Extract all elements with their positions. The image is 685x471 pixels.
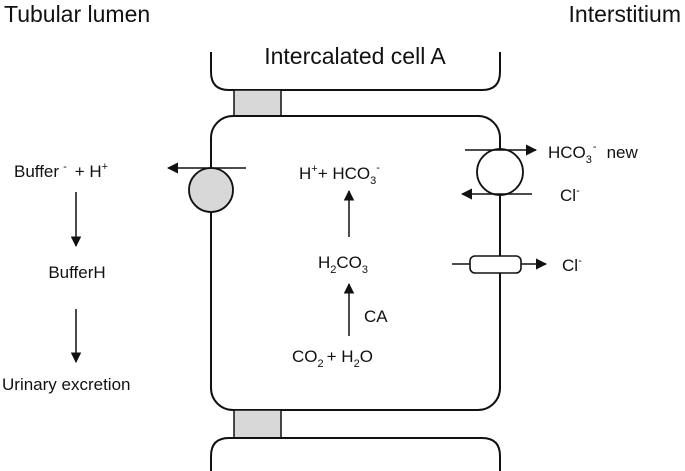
tight-junction-top xyxy=(233,89,282,117)
tight-junction-bottom xyxy=(233,409,282,439)
carbonic-anhydrase-label: CA xyxy=(364,307,388,326)
co2-h2o-label: CO2+ H2O xyxy=(292,347,373,370)
urinary-excretion-label: Urinary excretion xyxy=(2,375,131,394)
proton-pump xyxy=(188,167,234,213)
cell-title: Intercalated cell A xyxy=(264,43,446,69)
hco3-new-label: HCO3-new xyxy=(548,141,638,166)
buffer-plus-h-label: Buffer-+ H+ xyxy=(14,161,108,181)
h2co3-label: H2CO3 xyxy=(318,253,368,276)
upper-neighbor-cell xyxy=(210,52,501,91)
tubular-lumen-label: Tubular lumen xyxy=(4,1,150,27)
interstitium-label: Interstitium xyxy=(569,1,681,27)
chloride-channel xyxy=(469,255,522,274)
lower-neighbor-cell xyxy=(210,437,501,471)
h-plus-hco3-label: H++ HCO3- xyxy=(299,162,380,187)
buffer-h-label: BufferH xyxy=(48,263,105,282)
chloride-in-label: Cl- xyxy=(560,185,580,205)
chloride-bicarbonate-exchanger xyxy=(476,148,524,196)
chloride-channel-label: Cl- xyxy=(562,255,582,275)
